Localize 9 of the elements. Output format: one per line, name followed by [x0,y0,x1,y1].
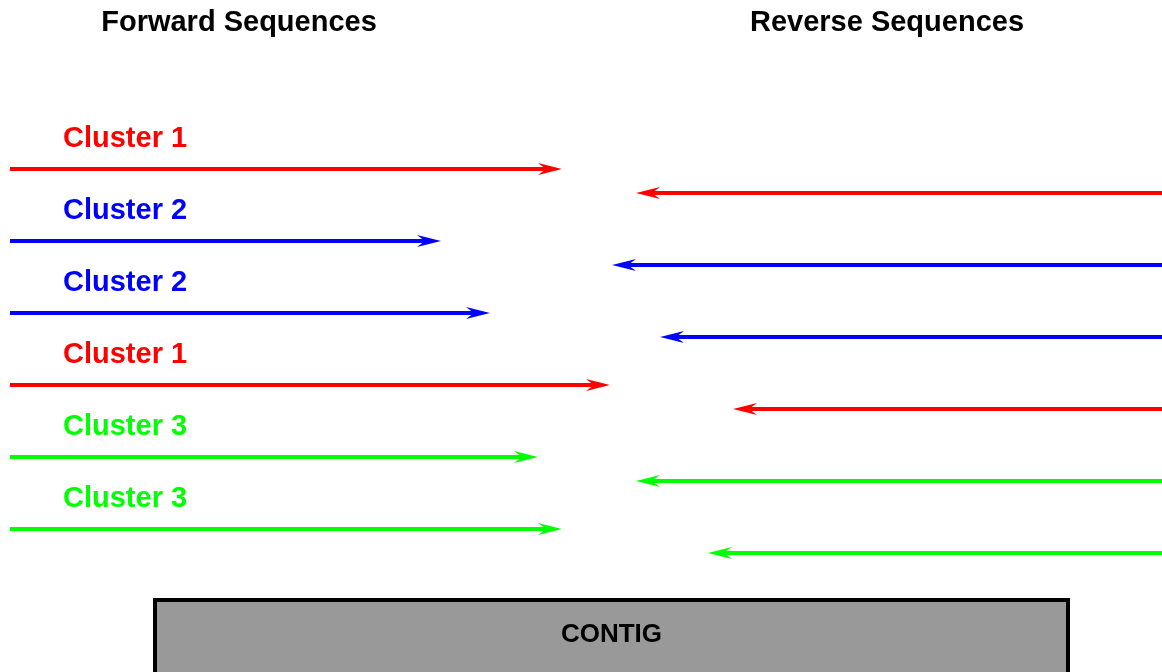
column-heading: Reverse Sequences [749,6,1025,38]
cluster-label: Cluster 2 [63,266,188,298]
cluster-label: Cluster 1 [63,338,188,370]
cluster-label: Cluster 2 [63,194,188,226]
cluster-label: Cluster 3 [63,482,188,514]
contig-bar: CONTIG [153,598,1070,672]
cluster-label: Cluster 1 [63,122,188,154]
column-heading: Forward Sequences [101,6,377,38]
cluster-label: Cluster 3 [63,410,188,442]
